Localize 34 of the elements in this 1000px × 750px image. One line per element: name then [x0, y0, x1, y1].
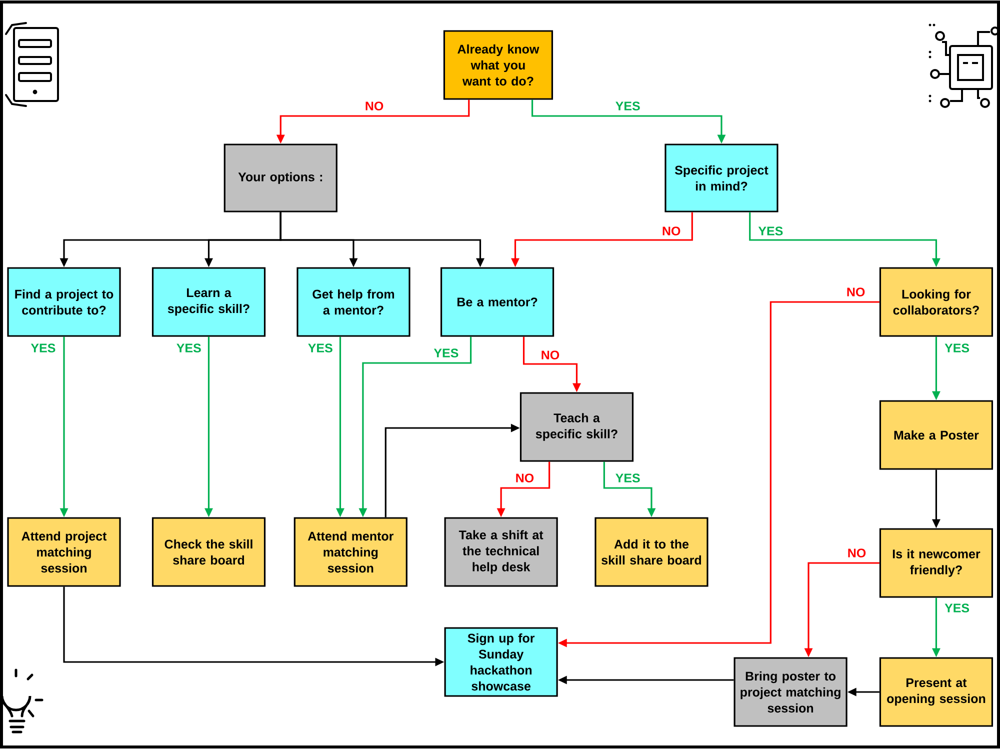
action-box: Add it to the skill share board — [594, 517, 708, 587]
question-box: Get help from a mentor? — [296, 267, 410, 337]
edge-label: NO — [514, 472, 536, 484]
edge-label: YES — [944, 602, 971, 614]
edge-label: NO — [364, 100, 385, 112]
edge-label: YES — [432, 348, 460, 358]
action-box: Attend mentor matching session — [294, 517, 408, 587]
edge-label: YES — [30, 342, 57, 354]
edge-label: NO — [845, 286, 866, 298]
edge-label: YES — [944, 342, 971, 354]
edge-label: YES — [306, 342, 334, 354]
question-box: Find a project to contribute to? — [7, 267, 121, 337]
action-box: Is it newcomer friendly? — [879, 528, 994, 598]
question-box: Sign up for Sunday hackathon showcase — [444, 627, 558, 697]
decision-box: Already know what you want to do? — [443, 30, 554, 100]
action-box: Looking for collaborators? — [879, 267, 994, 337]
edge-label: YES — [757, 226, 784, 236]
action-box: Attend project matching session — [7, 517, 121, 587]
question-box: Specific project in mind? — [664, 144, 778, 212]
process-box: Bring poster to project matching session — [734, 657, 848, 727]
question-box: Be a mentor? — [440, 267, 554, 337]
action-box: Present at opening session — [879, 657, 994, 727]
edge-label: YES — [614, 472, 642, 484]
edge-label: YES — [614, 100, 642, 112]
process-box: Take a shift at the technical help desk — [444, 517, 558, 587]
edge-label: NO — [540, 350, 561, 360]
edge-label: YES — [175, 342, 202, 354]
process-box: Your options : — [224, 144, 338, 212]
action-box: Check the skill share board — [152, 517, 266, 587]
process-box: Teach a specific skill? — [520, 392, 634, 462]
action-box: Make a Poster — [879, 400, 994, 470]
edge-label: NO — [660, 226, 682, 236]
question-box: Learn a specific skill? — [152, 267, 266, 337]
edge-label: NO — [846, 548, 868, 558]
